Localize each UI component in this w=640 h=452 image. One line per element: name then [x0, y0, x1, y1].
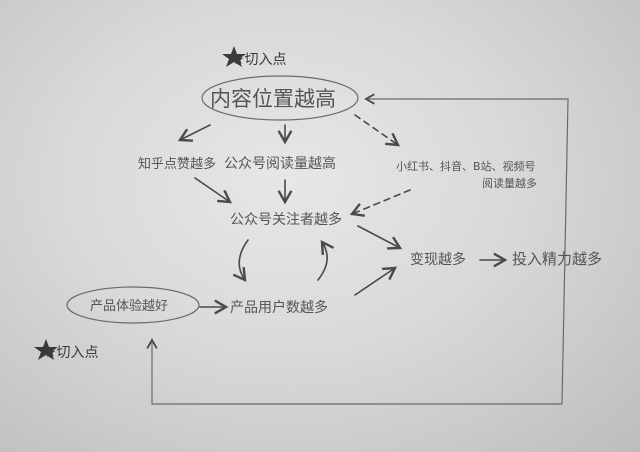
- arrow-zhihu-to-follow: [194, 177, 232, 204]
- node-invest: 投入精力越多: [512, 250, 602, 268]
- star-icon-top: [222, 46, 246, 67]
- node-gzh-follow: 公众号关注者越多: [230, 211, 342, 228]
- arrow-xhs-to-follow: [349, 189, 411, 217]
- arrow-top-to-zhihu: [177, 124, 211, 142]
- loop-right-line: [364, 93, 569, 405]
- arrow-follow-to-monetize: [357, 225, 403, 250]
- product-exp-oval: [66, 286, 200, 324]
- arrow-top-to-xhs: [354, 114, 400, 147]
- star-icon-bottom: [34, 339, 58, 360]
- entry-marker-top: ★切入点: [232, 52, 287, 68]
- arrow-users-to-follow: [317, 239, 335, 281]
- arrow-follow-to-users: [232, 239, 249, 282]
- node-monetize: 变现越多: [410, 251, 466, 268]
- node-zhihu: 知乎点赞越多: [138, 156, 216, 172]
- node-top: 内容位置越高: [210, 87, 336, 111]
- loop-bottom-line: [146, 338, 563, 405]
- top-node-oval: [201, 75, 359, 121]
- entry-marker-bottom: ★切入点: [44, 345, 99, 361]
- node-gzh-read: 公众号阅读量越高: [224, 155, 336, 172]
- node-xhs-line2: 阅读量越多: [482, 176, 537, 190]
- node-product-users: 产品用户数越多: [230, 299, 328, 316]
- node-product-exp: 产品体验越好: [90, 298, 168, 314]
- arrow-users-to-monetize: [354, 266, 398, 296]
- node-xhs: 小红书、抖音、B站、视频号: [396, 159, 536, 173]
